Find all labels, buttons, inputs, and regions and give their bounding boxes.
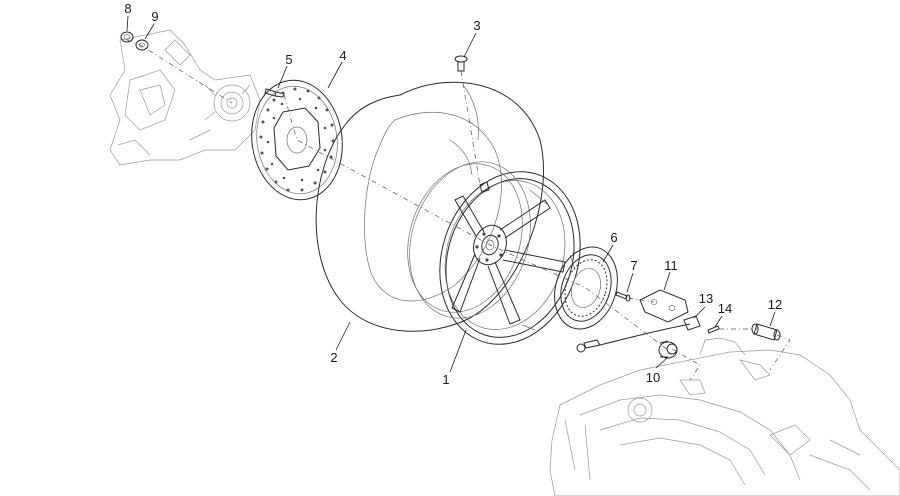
callout-3: 3 [473, 18, 480, 33]
bolt-part-3 [454, 55, 468, 72]
callout-8: 8 [124, 1, 131, 16]
callout-7: 7 [630, 258, 637, 273]
callout-4: 4 [339, 48, 346, 63]
abs-tone-wheel-part-6 [554, 246, 618, 330]
abs-sensor-part-13 [576, 315, 701, 353]
sensor-bracket-part-11 [639, 289, 689, 323]
rear-bracket-housing [109, 29, 261, 166]
screw-part-7 [615, 291, 631, 302]
callout-10: 10 [646, 370, 660, 385]
callout-leaders [126, 15, 776, 373]
brake-disc-part-4 [251, 79, 343, 201]
wheel-rim-part-1 [407, 161, 581, 345]
callout-14: 14 [718, 301, 732, 316]
assembly-axis-lines [126, 39, 791, 381]
tyre-part-2 [315, 81, 544, 332]
callout-6: 6 [610, 230, 617, 245]
axle-spindle-part-12 [751, 323, 781, 341]
engine-casing [549, 337, 900, 496]
nut-part-8 [120, 31, 134, 43]
callout-5: 5 [285, 52, 292, 67]
callout-9: 9 [151, 9, 158, 24]
washer-part-9 [135, 39, 149, 51]
callout-13: 13 [699, 291, 713, 306]
screw-part-14 [707, 325, 720, 334]
callout-2: 2 [330, 350, 337, 365]
callout-1: 1 [442, 372, 449, 387]
callout-12: 12 [768, 297, 782, 312]
callout-labels: 1 2 3 4 5 6 7 8 9 10 11 12 13 14 [124, 1, 782, 387]
spacer-part-10 [658, 340, 678, 359]
callout-11: 11 [664, 258, 678, 273]
disc-bolt-part-5 [264, 88, 285, 98]
